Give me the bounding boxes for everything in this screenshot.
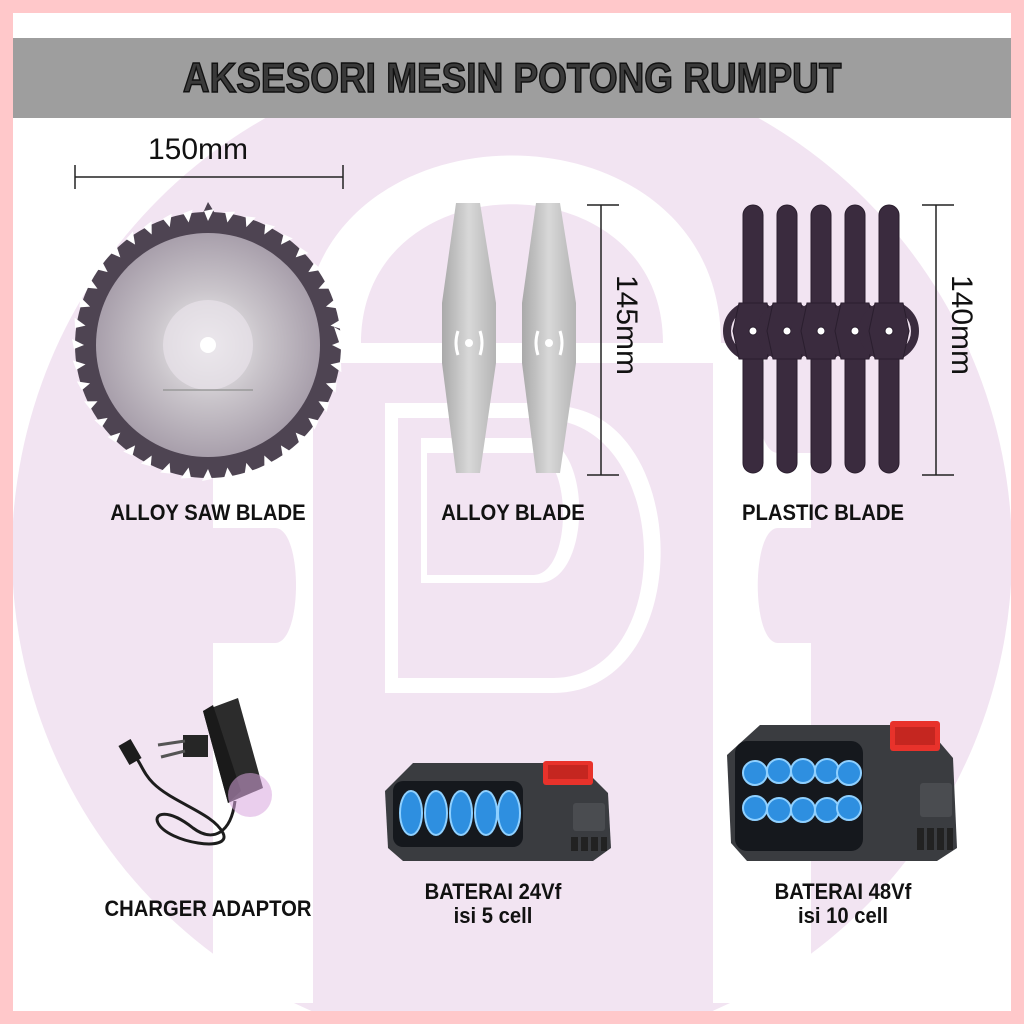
saw-blade-dimension: 150mm <box>148 133 249 166</box>
title-bar: AKSESORI MESIN POTONG RUMPUT <box>13 38 1011 118</box>
alloy-blade-dimension: 145mm <box>610 275 643 376</box>
battery-24v-icon <box>385 761 611 861</box>
battery-24v-label: BATERAI 24Vf isi 5 cell <box>415 880 571 928</box>
height-dimension-line-icon <box>587 204 619 476</box>
product-frame: AKSESORI MESIN POTONG RUMPUT 150mm <box>13 13 1011 1011</box>
height-dimension-line-icon <box>922 204 954 476</box>
saw-teeth-icon <box>72 209 344 481</box>
battery-24v-subtitle: isi 5 cell <box>453 903 533 928</box>
plastic-blade-icon <box>723 203 933 483</box>
plastic-blade-dimension: 140mm <box>945 275 978 376</box>
saw-blade-label: ALLOY SAW BLADE <box>110 500 306 525</box>
charger-adaptor-label: CHARGER ADAPTOR <box>104 896 312 921</box>
plastic-blade-label: PLASTIC BLADE <box>742 500 904 525</box>
battery-48v-title: BATERAI 48Vf <box>774 879 912 904</box>
charger-adaptor-icon <box>118 698 272 846</box>
alloy-blade-icon <box>442 203 576 473</box>
battery-24v-title: BATERAI 24Vf <box>424 879 562 904</box>
battery-48v-label: BATERAI 48Vf isi 10 cell <box>760 880 926 928</box>
alloy-blade-label: ALLOY BLADE <box>441 500 585 525</box>
battery-48v-subtitle: isi 10 cell <box>797 903 889 928</box>
battery-48v-icon <box>727 721 957 861</box>
width-dimension-line-icon <box>74 165 344 189</box>
page-title: AKSESORI MESIN POTONG RUMPUT <box>182 53 842 102</box>
saw-blade-icon <box>75 202 348 478</box>
